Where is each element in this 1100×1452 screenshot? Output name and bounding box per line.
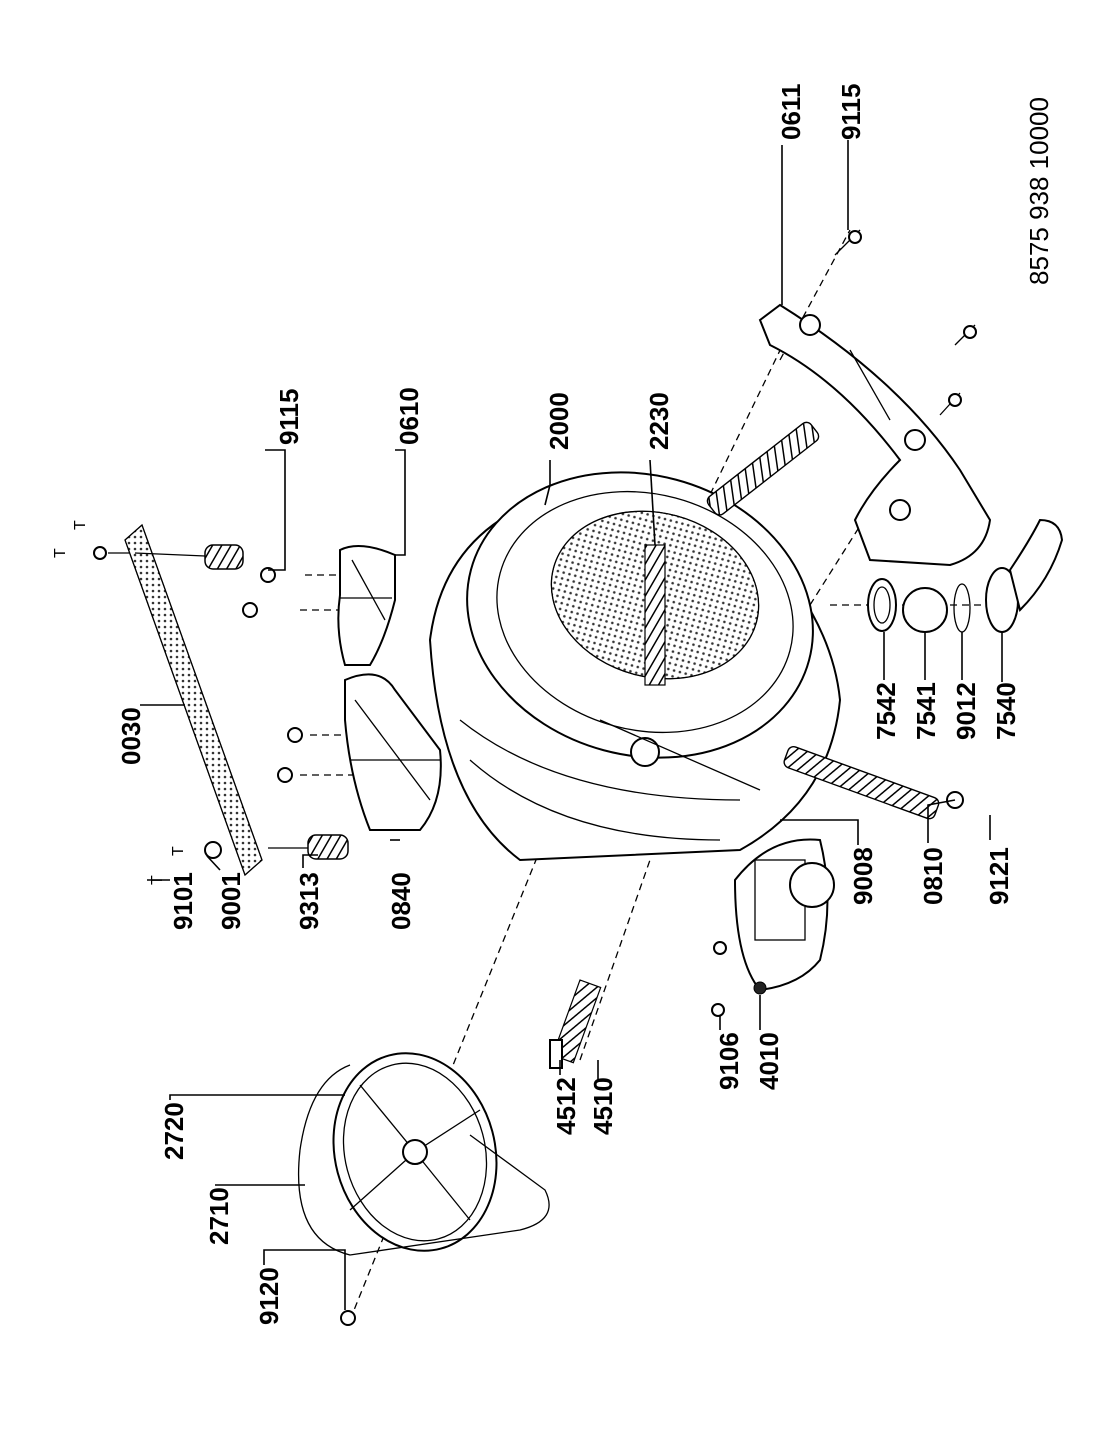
part-label-2720: 2720 (159, 1102, 189, 1160)
top-cross-bar-drawing (93, 523, 263, 877)
part-label-2000: 2000 (544, 392, 574, 450)
upper-counterweight-drawing (758, 303, 992, 567)
part-label-2230: 2230 (644, 392, 674, 450)
part-label-4510: 4510 (588, 1077, 618, 1135)
part-label-9001: 9001 (216, 872, 246, 930)
part-label-9106: 9106 (714, 1032, 744, 1090)
part-label-7542: 7542 (871, 682, 901, 740)
drive-belt-drawing (297, 1064, 550, 1256)
drain-pump-drawing (711, 838, 835, 1017)
ntc-sensor-drawing (549, 979, 602, 1069)
part-label-9115: 9115 (274, 389, 304, 445)
part-label-9008: 9008 (848, 847, 878, 905)
counterweight-axis-line-2 (809, 509, 871, 606)
part-label-9121: 9121 (984, 847, 1014, 905)
weight-bolts-drawing (834, 229, 977, 416)
part-label-7540: 7540 (991, 682, 1021, 740)
part-label-9120: 9120 (254, 1267, 284, 1325)
part-label-4512: 4512 (551, 1077, 581, 1135)
front-counterweight-drawing (277, 673, 442, 831)
drum-pulley-drawing (332, 1052, 498, 1252)
part-label-0840: 0840 (386, 872, 416, 930)
shock-absorber-drawing (706, 421, 964, 820)
svg-text:T: T (170, 846, 187, 856)
part-label-2710: 2710 (204, 1187, 234, 1245)
part-label-4010: 4010 (754, 1032, 784, 1090)
part-label-9101: 9101 (168, 872, 198, 930)
heater-element-drawing (644, 544, 666, 686)
part-label-0611: 0611 (776, 84, 806, 140)
counterweight-axis-line-1 (704, 339, 786, 506)
svg-text:T: T (52, 548, 69, 558)
tub-assembly-drawing (428, 471, 842, 862)
part-label-9115: 9115 (836, 84, 866, 140)
rear-counterweight-drawing (242, 545, 396, 666)
part-labels: 0030 9101 9001 9313 0840 9115 0610 2000 2230 0611… (116, 84, 1021, 1325)
pulley-bolt-drawing (340, 1310, 356, 1326)
drawing-number: 8575 938 10000 (1024, 97, 1054, 285)
suspension-spring-drawing (134, 544, 349, 860)
sump-parts-drawing (867, 518, 1064, 633)
pump-axis-line (579, 859, 651, 1061)
part-label-0610: 0610 (394, 387, 424, 445)
part-label-9012: 9012 (951, 682, 981, 740)
part-label-0810: 0810 (918, 847, 948, 905)
part-label-9313: 9313 (294, 872, 324, 930)
leader-lines (140, 140, 1003, 1310)
svg-text:T: T (72, 520, 89, 530)
part-label-0030: 0030 (116, 707, 146, 765)
part-label-7541: 7541 (911, 682, 941, 740)
